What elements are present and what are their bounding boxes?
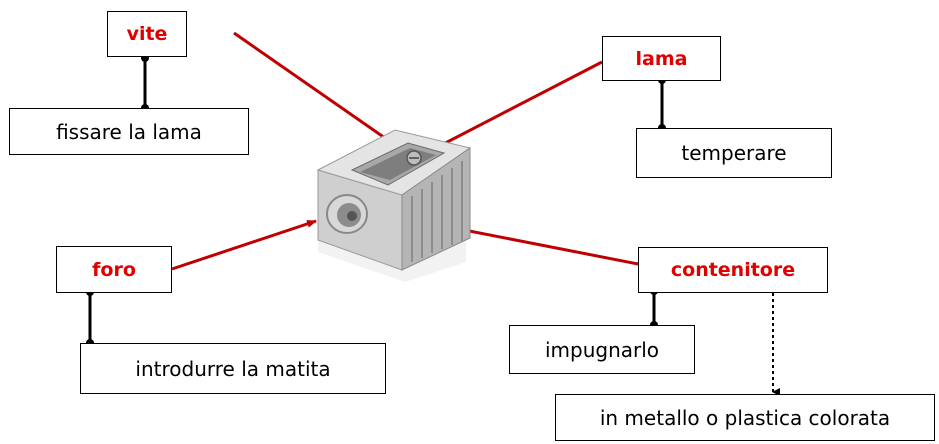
function-box-lama: temperare <box>636 128 832 178</box>
part-label-contenitore: contenitore <box>638 247 828 293</box>
sharpener-image <box>316 129 472 282</box>
connector-foro <box>86 288 94 347</box>
part-label-lama: lama <box>602 36 721 81</box>
property-box-contenitore: in metallo o plastica colorata <box>555 394 935 441</box>
part-label-vite: vite <box>107 11 187 57</box>
function-box-foro: introdurre la matita <box>80 343 386 394</box>
arrow-foro <box>171 219 317 271</box>
connector-vite <box>141 54 149 112</box>
arrow-vite <box>233 31 409 156</box>
function-box-vite: fissare la lama <box>9 108 249 155</box>
function-box-contenitore: impugnarlo <box>509 325 695 374</box>
arrow-lama <box>427 60 603 154</box>
connector-contenitore <box>650 287 658 329</box>
connector-lama <box>658 76 666 132</box>
part-label-foro: foro <box>56 246 172 293</box>
